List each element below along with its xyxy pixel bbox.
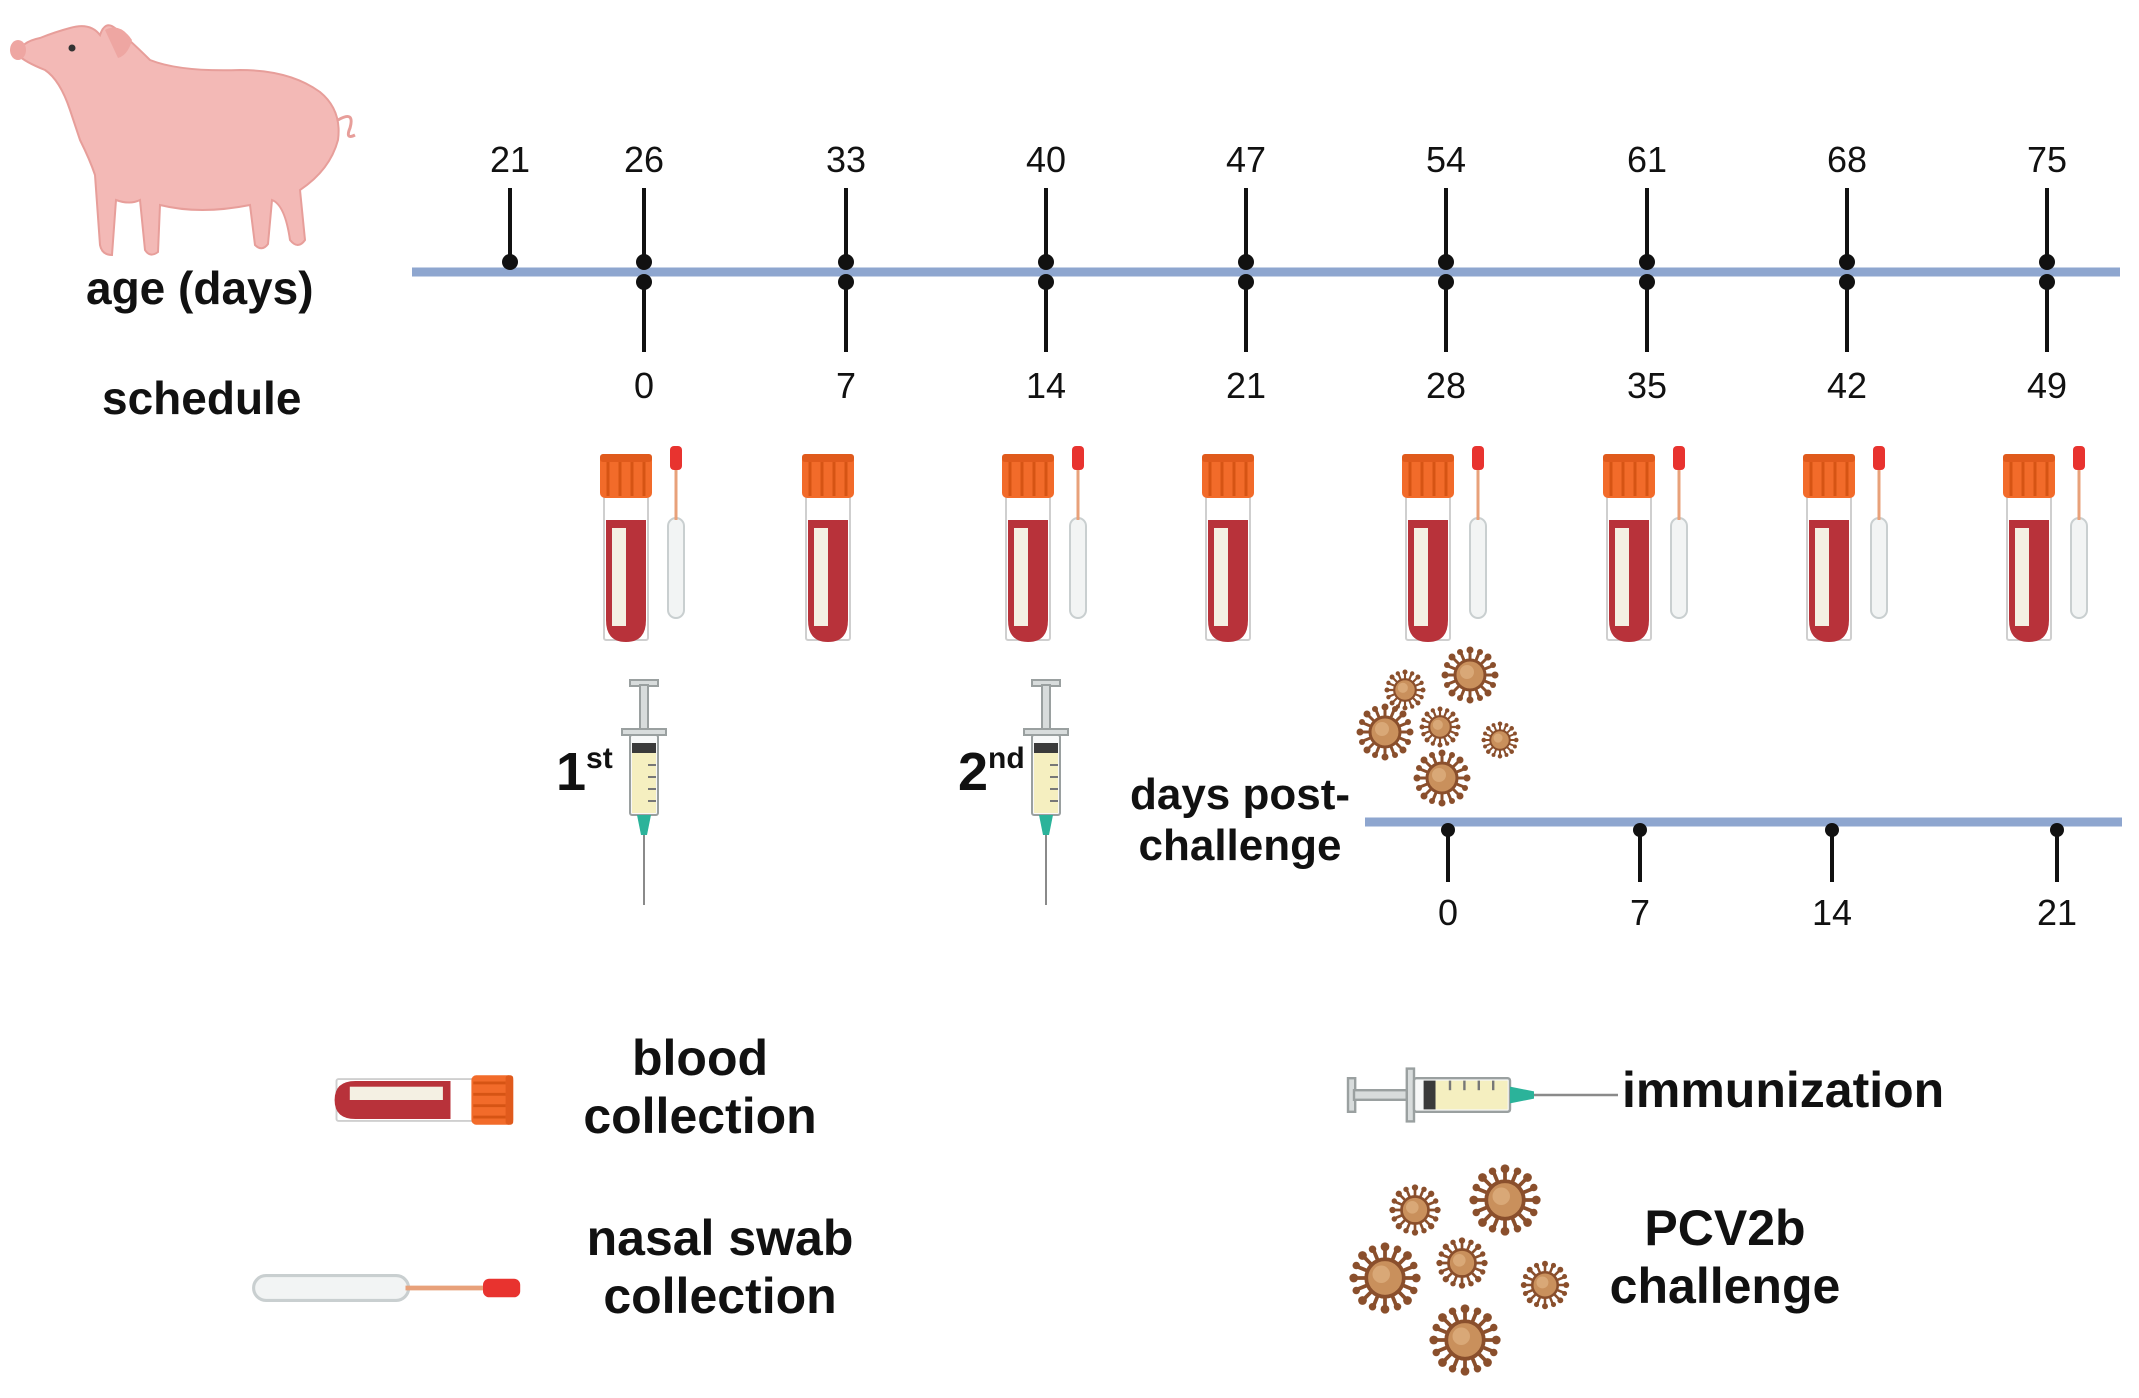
age-tick-dot xyxy=(502,254,518,270)
blood-tube-icon xyxy=(2001,452,2057,644)
virus-icon xyxy=(1427,1302,1503,1378)
age-tick-dot xyxy=(1238,254,1254,270)
blood-tube-icon xyxy=(1801,452,1857,644)
legend-swab-label: nasal swab collection xyxy=(560,1210,880,1325)
syringe-icon xyxy=(1023,679,1069,906)
legend-blood-label: blood collection xyxy=(560,1030,840,1145)
schedule-tick-label: 49 xyxy=(2027,365,2067,406)
age-tick-dot xyxy=(1839,254,1855,270)
age-tick-label: 21 xyxy=(490,139,530,180)
blood-tube-icon xyxy=(1000,452,1056,644)
age-tick-label: 68 xyxy=(1827,139,1867,180)
pig-icon xyxy=(10,24,356,257)
legend-virus-cluster xyxy=(1347,1162,1571,1378)
legend-challenge-line2: challenge xyxy=(1609,1257,1841,1314)
post-challenge-label-line1: days post- xyxy=(1129,770,1351,819)
age-axis-label: age (days) xyxy=(86,262,314,314)
nasal-swab-icon xyxy=(1068,444,1088,620)
post-challenge-tick-label: 14 xyxy=(1812,892,1852,933)
legend-blood-tube-icon xyxy=(333,1073,515,1127)
schedule-tick-label: 7 xyxy=(836,365,856,406)
legend-swab-icon xyxy=(254,1276,521,1301)
age-tick-dot xyxy=(838,254,854,270)
legend-challenge-line1: PCV2b xyxy=(1644,1200,1806,1256)
legend-blood-line1: blood xyxy=(631,1030,769,1086)
schedule-tick-label: 14 xyxy=(1026,365,1066,406)
nasal-swab-icon xyxy=(1468,444,1488,620)
virus-icon xyxy=(1519,1259,1571,1311)
post-challenge-tick-label: 7 xyxy=(1630,892,1650,933)
schedule-tick-label: 35 xyxy=(1627,365,1667,406)
nasal-swab-icon xyxy=(2069,444,2089,620)
legend-challenge-label: PCV2b challenge xyxy=(1580,1200,1870,1315)
legend-syringe-icon xyxy=(1346,1067,1620,1123)
virus-icon xyxy=(1434,1235,1490,1291)
blood-tube-icon xyxy=(1400,452,1456,644)
age-tick-label: 47 xyxy=(1226,139,1266,180)
age-tick-label: 54 xyxy=(1426,139,1466,180)
virus-icon xyxy=(1412,748,1472,808)
age-tick-dot xyxy=(1038,254,1054,270)
age-tick-label: 40 xyxy=(1026,139,1066,180)
schedule-tick-label: 21 xyxy=(1226,365,1266,406)
age-tick-dot xyxy=(1639,254,1655,270)
syringe-icon xyxy=(621,679,667,906)
schedule-tick-label: 42 xyxy=(1827,365,1867,406)
legend-blood-line2: collection xyxy=(583,1087,817,1144)
age-tick-dot xyxy=(1438,254,1454,270)
nasal-swab-icon xyxy=(1869,444,1889,620)
virus-icon xyxy=(1387,1182,1443,1238)
immunization-ordinal-label: 2nd xyxy=(958,742,1025,802)
age-tick-label: 26 xyxy=(624,139,664,180)
post-challenge-label: days post- challenge xyxy=(1120,770,1360,871)
virus-icon xyxy=(1418,705,1462,749)
schedule-tick-label: 28 xyxy=(1426,365,1466,406)
schedule-axis-label: schedule xyxy=(102,372,302,424)
virus-icon xyxy=(1467,1162,1543,1238)
post-challenge-tick-label: 0 xyxy=(1438,892,1458,933)
age-tick-label: 33 xyxy=(826,139,866,180)
blood-tube-icon xyxy=(1200,452,1256,644)
virus-icon xyxy=(1347,1240,1423,1316)
immunization-ordinal-label: 1st xyxy=(556,742,613,802)
age-tick-dot xyxy=(636,254,652,270)
pcv2b-challenge-cluster xyxy=(1355,645,1520,808)
virus-icon xyxy=(1440,645,1500,705)
post-challenge-tick-label: 21 xyxy=(2037,892,2077,933)
blood-tube-icon xyxy=(800,452,856,644)
legend-swab-line1: nasal swab xyxy=(586,1210,854,1266)
virus-icon xyxy=(1383,668,1427,712)
age-tick-dot xyxy=(2039,254,2055,270)
blood-tube-icon xyxy=(1601,452,1657,644)
post-challenge-label-line2: challenge xyxy=(1138,820,1342,870)
nasal-swab-icon xyxy=(666,444,686,620)
schedule-tick-label: 0 xyxy=(634,365,654,406)
nasal-swab-icon xyxy=(1669,444,1689,620)
legend-swab-line2: collection xyxy=(603,1267,837,1324)
virus-icon xyxy=(1480,720,1520,760)
age-tick-label: 61 xyxy=(1627,139,1667,180)
legend-immunization-label: immunization xyxy=(1622,1062,1945,1118)
age-tick-label: 75 xyxy=(2027,139,2067,180)
blood-tube-icon xyxy=(598,452,654,644)
virus-icon xyxy=(1355,702,1415,762)
